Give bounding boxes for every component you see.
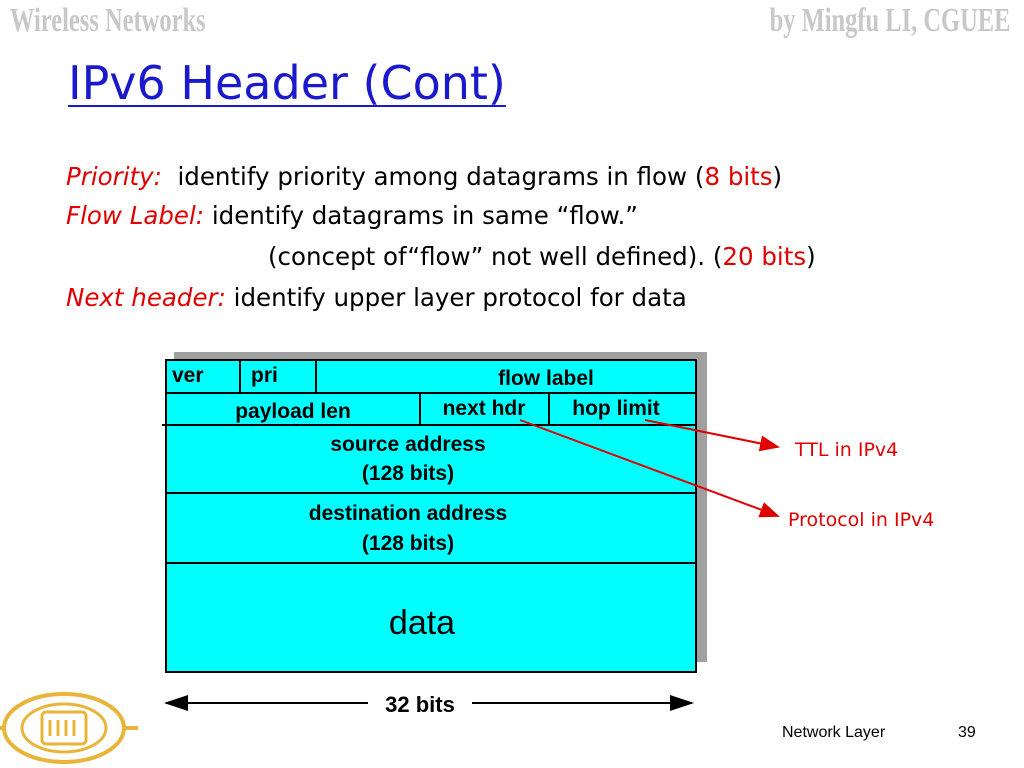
term-priority: Priority:	[66, 162, 162, 191]
bullet-close: )	[806, 242, 816, 271]
field-destination-address: destination address	[309, 502, 507, 525]
bullet-next-header: Next header: identify upper layer protoc…	[66, 283, 687, 312]
field-payload-len: payload len	[235, 400, 351, 423]
bullet-close: )	[772, 162, 783, 191]
bits-value: 8 bits	[704, 162, 773, 191]
bullet-text: identify priority among datagrams in flo…	[177, 162, 705, 191]
university-logo	[0, 692, 138, 764]
width-label: 32 bits	[385, 692, 455, 717]
slide-title: IPv6 Header (Cont)	[68, 56, 506, 110]
bullet-priority: Priority: identify priority among datagr…	[66, 162, 782, 191]
author-credit: by Mingfu LI, CGUEE	[769, 2, 1010, 39]
bullet-text: (concept of“flow” not well defined). (	[268, 242, 723, 271]
header-box	[165, 359, 697, 673]
field-data: data	[389, 604, 455, 642]
field-source-bits: (128 bits)	[362, 462, 454, 485]
field-source-address: source address	[330, 433, 485, 456]
ttl-arrow	[644, 419, 780, 452]
protocol-annotation: Protocol in IPv4	[788, 509, 934, 531]
field-hop-limit: hop limit	[572, 397, 660, 420]
term-flow-label: Flow Label:	[66, 201, 205, 230]
field-flow-label: flow label	[498, 367, 594, 390]
bullet-text: identify datagrams in same “flow.”	[211, 201, 638, 230]
field-pri: pri	[251, 364, 278, 387]
field-ver: ver	[172, 364, 204, 387]
bullet-flow-label: Flow Label: identify datagrams in same “…	[66, 201, 638, 230]
term-next-header: Next header:	[66, 283, 226, 312]
course-title: Wireless Networks	[10, 2, 206, 39]
field-destination-bits: (128 bits)	[362, 532, 454, 555]
bullet-flow-note: (concept of“flow” not well defined). (20…	[268, 242, 816, 271]
bullet-text: identify upper layer protocol for data	[233, 283, 687, 312]
footer-section: Network Layer	[782, 724, 886, 741]
ttl-annotation: TTL in IPv4	[794, 439, 898, 461]
page-number: 39	[958, 724, 976, 741]
field-next-hdr: next hdr	[443, 397, 526, 420]
protocol-arrow	[519, 419, 780, 518]
bits-value: 20 bits	[722, 242, 807, 271]
